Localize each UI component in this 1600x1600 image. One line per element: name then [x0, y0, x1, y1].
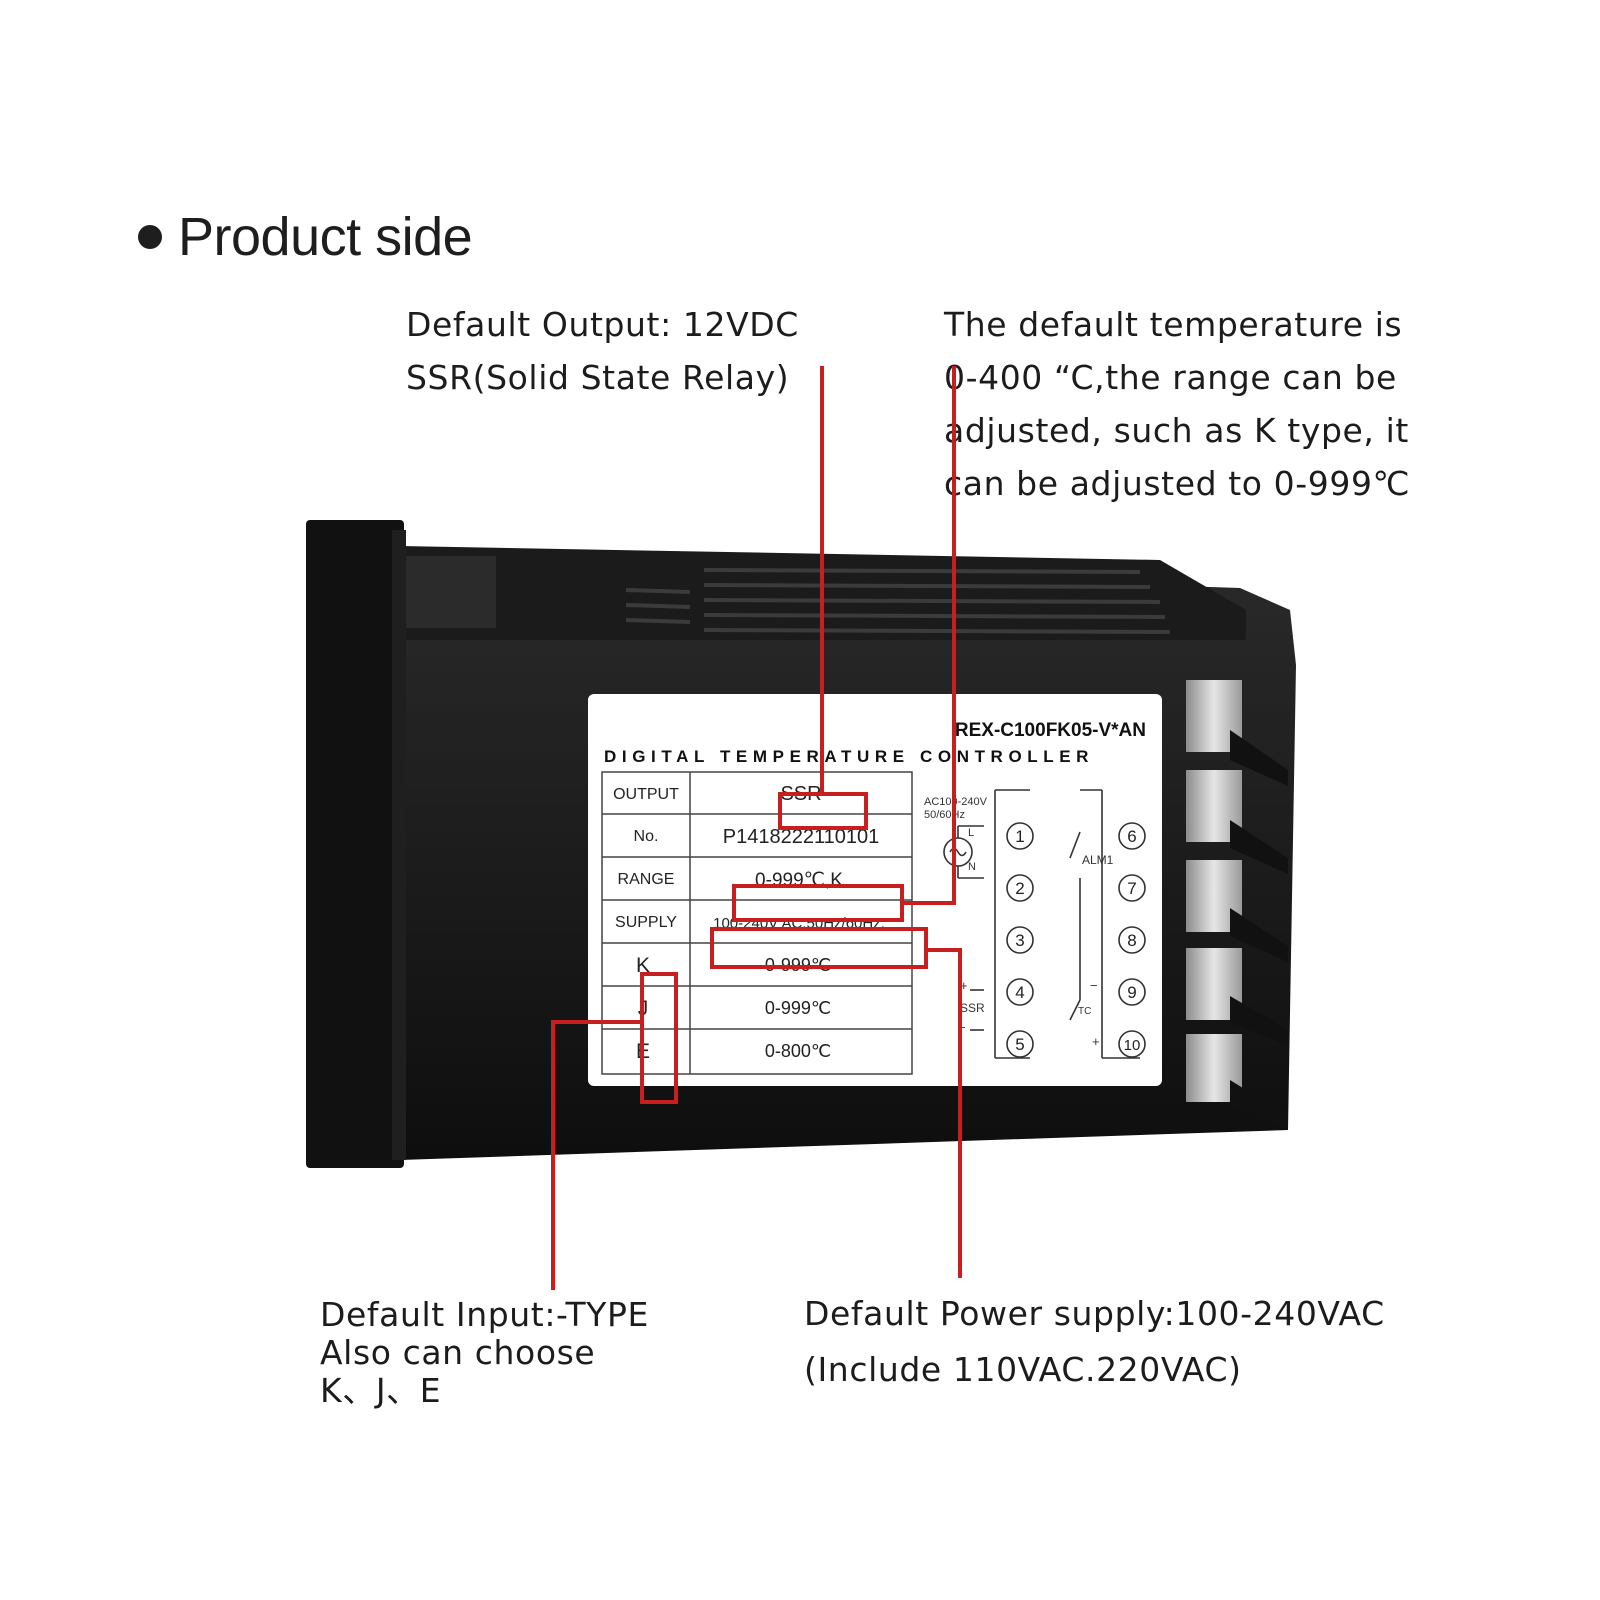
callout-line: (Include 110VAC.220VAC)	[804, 1350, 1242, 1389]
row-value-j: 0-999℃	[765, 998, 831, 1018]
callout-line: Also can choose	[320, 1333, 596, 1372]
row-key-k: K	[636, 954, 650, 977]
terminal-number: 5	[1015, 1035, 1024, 1054]
terminal-number: 9	[1127, 983, 1136, 1002]
terminal-number: 8	[1127, 931, 1136, 950]
alarm-label: ALM1	[1082, 853, 1114, 867]
terminal-number: 10	[1124, 1037, 1141, 1054]
vent-slots	[625, 568, 1171, 634]
callout-default-temperature: The default temperature is 0-400 “C,the …	[944, 298, 1410, 510]
neutral-label: N	[968, 861, 976, 873]
leader-line-range	[902, 366, 956, 905]
label-model: REX-C100FK05-V*AN	[955, 720, 1146, 741]
row-value-number: P1418222110101	[723, 826, 879, 848]
bullet-dot-icon	[138, 224, 162, 249]
callout-line: Default Input:-TYPE	[320, 1295, 649, 1334]
terminal-number: 3	[1015, 931, 1024, 950]
highlight-box-input-types	[640, 972, 678, 1104]
terminal-number: 6	[1127, 827, 1136, 846]
callout-line: K、J、E	[320, 1371, 442, 1410]
leader-line-supply	[926, 948, 962, 1278]
line-label: L	[968, 827, 974, 839]
terminal-numbers: 1 2 3 4 5 6 7 8 9 10	[1006, 822, 1146, 1058]
highlight-annotations	[551, 366, 962, 1290]
callout-line: The default temperature is	[944, 305, 1403, 344]
callout-line: SSR(Solid State Relay)	[406, 358, 790, 397]
callout-line: adjusted, such as K type, it	[944, 411, 1409, 450]
row-key-number: No.	[634, 828, 659, 845]
ssr-label: SSR	[960, 1001, 985, 1015]
heading-text: Product side	[178, 207, 473, 267]
supply-freq-text: 50/60Hz	[924, 809, 965, 821]
callout-line: Default Output: 12VDC	[406, 305, 799, 344]
callout-line: can be adjusted to 0-999℃	[944, 464, 1411, 503]
callout-line: 0-400 “C,the range can be	[944, 358, 1397, 397]
terminal-blocks	[1186, 680, 1288, 1130]
tc-minus-sign: −	[1090, 978, 1098, 993]
callout-line: Default Power supply:100-240VAC	[804, 1294, 1385, 1333]
callout-default-power-supply: Default Power supply:100-240VAC (Include…	[804, 1286, 1385, 1398]
ssr-plus-sign: +	[960, 978, 968, 993]
spec-table	[601, 771, 913, 1075]
leader-line-input	[551, 1020, 642, 1290]
callout-default-output: Default Output: 12VDC SSR(Solid State Re…	[406, 298, 799, 404]
terminal-number: 1	[1015, 827, 1024, 846]
tc-label: TC	[1078, 1006, 1091, 1017]
section-heading: Product side	[138, 206, 473, 268]
terminal-number: 2	[1015, 879, 1024, 898]
row-key-output: OUTPUT	[613, 786, 679, 803]
row-value-e: 0-800℃	[765, 1041, 831, 1061]
terminal-number: 4	[1015, 983, 1024, 1002]
tc-plus-sign: +	[1092, 1034, 1100, 1049]
row-key-supply: SUPPLY	[615, 914, 677, 931]
row-key-range: RANGE	[618, 871, 675, 888]
terminal-number: 7	[1127, 879, 1136, 898]
callout-default-input: Default Input:-TYPE Also can choose K、J、…	[320, 1296, 649, 1410]
label-subtitle: DIGITAL TEMPERATURE CONTROLLER	[604, 747, 1094, 766]
